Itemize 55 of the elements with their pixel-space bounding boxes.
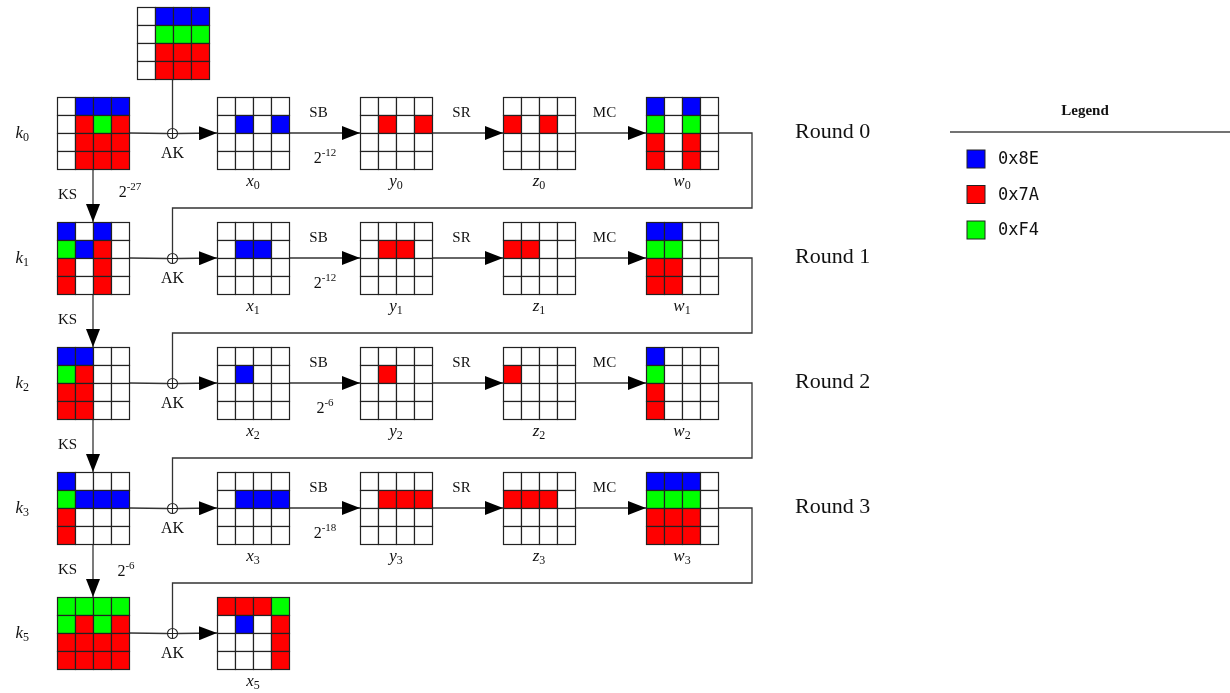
arrow (86, 168, 100, 223)
key-label: k$_{2}$ (15, 374, 29, 393)
state-label: y$_{1}$ (387, 297, 404, 316)
state-label: z$_{1}$ (531, 297, 547, 316)
legend-label: 0x7A (998, 185, 1039, 203)
operation-label: AK (159, 270, 186, 286)
probability-label: 2$^{-27}$ (118, 181, 142, 200)
probability-label: 2$^{-18}$ (313, 522, 337, 541)
key-label: k$_{1}$ (15, 249, 29, 268)
connector-line (171, 382, 753, 504)
legend-label: 0xF4 (998, 221, 1039, 238)
state-label: w$_{1}$ (672, 297, 692, 316)
state-label: x$_{0}$ (245, 172, 261, 191)
connector-line (171, 132, 753, 254)
key-label: k$_{3}$ (15, 499, 29, 518)
state-label: x$_{1}$ (245, 297, 261, 316)
operation-label: AK (159, 145, 186, 161)
round-label: Round 0 (795, 120, 871, 142)
state-label: z$_{3}$ (531, 547, 547, 566)
probability-label: 2$^{-12}$ (313, 147, 337, 166)
arrow (86, 543, 100, 598)
operation-label: AK (159, 645, 186, 661)
legend-label: 0x8E (998, 150, 1039, 167)
probability-label: 2$^{-6}$ (316, 397, 334, 416)
probability-label: 2$^{-6}$ (117, 560, 135, 579)
key-label: k$_{5}$ (15, 624, 29, 643)
arrow (177, 501, 218, 516)
arrow (86, 293, 100, 348)
round-label: Round 1 (795, 245, 871, 267)
round-label: Round 3 (795, 495, 871, 517)
state-label: y$_{0}$ (387, 172, 404, 191)
state-label: y$_{3}$ (387, 547, 404, 566)
round-label: Round 2 (795, 370, 871, 392)
connector-line (171, 78, 174, 129)
state-label: y$_{2}$ (387, 422, 404, 441)
key-label: k$_{0}$ (15, 124, 29, 143)
state-label: z$_{2}$ (531, 422, 547, 441)
connector-line (171, 507, 753, 629)
arrow (177, 126, 218, 141)
arrow (86, 418, 100, 473)
legend-title: Legend (1061, 103, 1109, 118)
state-label: z$_{0}$ (531, 172, 547, 191)
connector-line (171, 257, 753, 379)
state-label: w$_{2}$ (672, 422, 692, 441)
operation-label: AK (159, 520, 186, 536)
state-label: x$_{2}$ (245, 422, 261, 441)
arrow (177, 626, 218, 641)
arrow (177, 376, 218, 391)
operation-label: AK (159, 395, 186, 411)
state-label: w$_{0}$ (672, 172, 692, 191)
arrow (177, 251, 218, 266)
state-label: x$_{3}$ (245, 547, 261, 566)
state-label: x$_{5}$ (245, 672, 261, 691)
state-label: w$_{3}$ (672, 547, 692, 566)
probability-label: 2$^{-12}$ (313, 272, 337, 291)
